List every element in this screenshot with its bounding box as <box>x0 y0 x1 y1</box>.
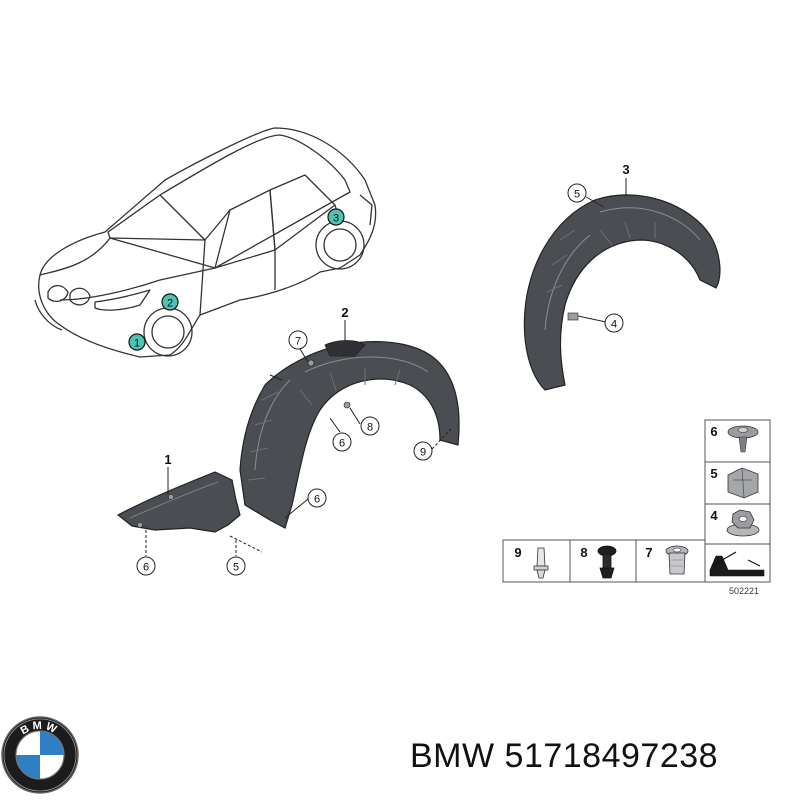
car-callout-2: 2 <box>161 293 179 311</box>
legend-label-4: 4 <box>710 508 718 523</box>
svg-text:BMW: BMW <box>19 720 62 738</box>
part-number-1: 1 <box>164 452 171 467</box>
car-outline-drawing <box>34 127 377 358</box>
callout-5-rear: 5 <box>567 183 587 203</box>
front-wheel-arch-liner <box>239 340 460 529</box>
fastener-legend: 6 5 4 9 8 7 <box>502 419 771 596</box>
car-callout-1: 1 <box>128 333 146 351</box>
leader-lines <box>145 178 627 556</box>
callout-6-center-label: 6 <box>339 438 345 450</box>
callout-6-right: 6 <box>307 488 327 508</box>
part-number-2: 2 <box>341 305 348 320</box>
callout-8: 8 <box>360 416 380 436</box>
callout-6-left: 6 <box>136 556 156 576</box>
diagram-id: 502221 <box>729 586 759 596</box>
grommet-icon <box>665 545 689 575</box>
callout-5-bottom-label: 5 <box>233 562 239 574</box>
part-number: 51718497238 <box>504 737 719 775</box>
callout-9-label: 9 <box>420 447 426 459</box>
logo-lettering: BMW <box>19 720 59 738</box>
legend-label-6: 6 <box>710 424 717 439</box>
car-callout-2-label: 2 <box>167 298 173 310</box>
bmw-logo: BMW <box>1 716 79 794</box>
legend-label-9: 9 <box>514 545 521 560</box>
callout-5-bottom: 5 <box>226 556 246 576</box>
callout-6-center: 6 <box>332 432 352 452</box>
callout-6-left-label: 6 <box>143 562 149 574</box>
car-callout-3: 3 <box>327 208 345 226</box>
callout-5-rear-label: 5 <box>574 189 580 201</box>
car-callout-3-label: 3 <box>333 213 339 225</box>
part-number-3: 3 <box>622 162 629 177</box>
hex-nut-icon <box>726 509 760 537</box>
callout-6-right-label: 6 <box>314 494 320 506</box>
spring-clip-icon <box>727 467 759 499</box>
legend-label-8: 8 <box>580 545 587 560</box>
legend-label-7: 7 <box>645 545 652 560</box>
callout-9: 9 <box>413 441 433 461</box>
rivet-fastener-icon <box>727 425 759 453</box>
push-pin-icon <box>533 547 549 579</box>
black-clip-icon <box>597 545 617 579</box>
callout-4-label: 4 <box>611 319 617 331</box>
car-callout-1-label: 1 <box>134 338 140 350</box>
brand-part-label: BMW 51718497238 <box>410 737 718 776</box>
legend-label-5: 5 <box>710 466 717 481</box>
callout-8-label: 8 <box>367 422 373 434</box>
callout-7: 7 <box>288 330 308 350</box>
cut-direction-icon <box>709 551 765 577</box>
callout-4: 4 <box>604 313 624 333</box>
underbody-panel <box>116 471 241 533</box>
callout-7-label: 7 <box>295 336 301 348</box>
brand-name: BMW <box>410 737 495 775</box>
rear-wheel-arch-liner <box>523 194 721 391</box>
